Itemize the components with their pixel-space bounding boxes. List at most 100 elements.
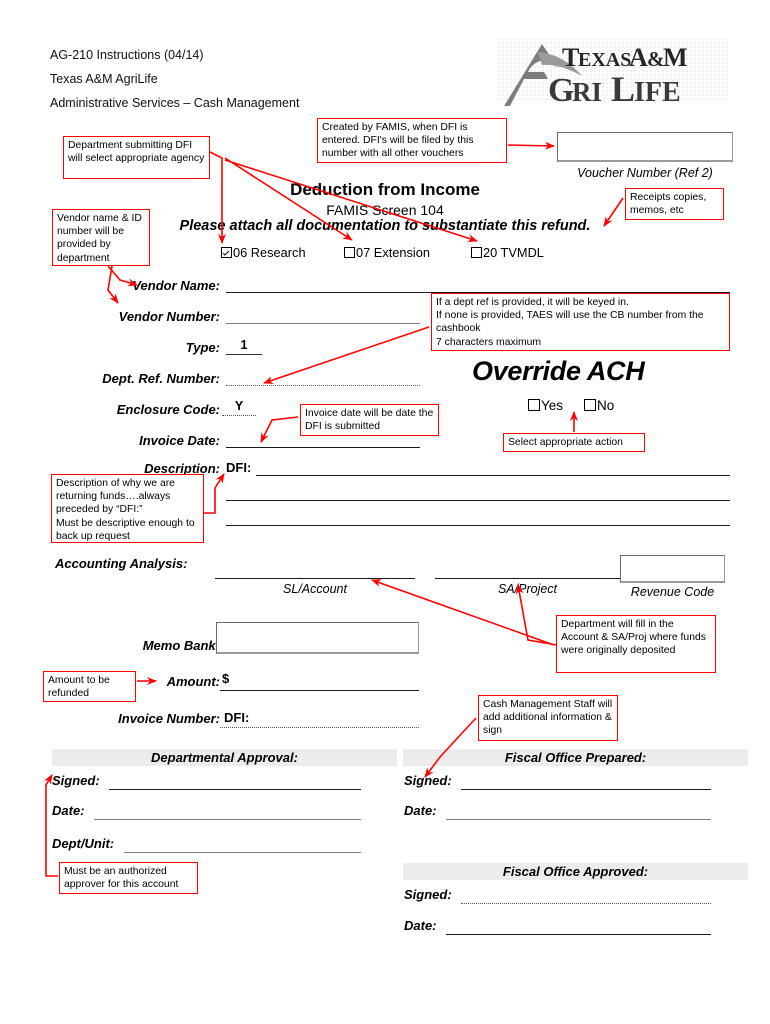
revenue-code-caption: Revenue Code xyxy=(630,585,715,599)
agency-option-07-extension-label: 07 Extension xyxy=(356,245,430,260)
enclosure-code-value[interactable]: Y xyxy=(234,399,244,413)
vendor-number-label: Vendor Number: xyxy=(118,309,220,324)
override-ach-no[interactable]: No xyxy=(584,398,614,413)
header-line-1: AG-210 Instructions (04/14) xyxy=(50,48,204,62)
override-ach-title: Override ACH xyxy=(472,356,645,386)
dept-unit-input[interactable] xyxy=(124,852,361,853)
checkbox-20-tvmdl[interactable] xyxy=(471,247,482,258)
agency-option-20-tvmdl-label: 20 TVMDL xyxy=(483,245,544,260)
checkbox-override-no[interactable] xyxy=(584,399,596,411)
dept-signed-label: Signed: xyxy=(52,773,100,788)
override-ach-yes-label: Yes xyxy=(541,398,564,413)
amount-currency-symbol: $ xyxy=(222,671,230,686)
amount-input[interactable] xyxy=(220,690,419,691)
annotation-voucher-created: Created by FAMIS, when DFI is entered. D… xyxy=(317,118,507,163)
invoice-date-input[interactable] xyxy=(226,447,420,448)
checkbox-06-research[interactable] xyxy=(221,247,232,258)
checkbox-07-extension[interactable] xyxy=(344,247,355,258)
header-line-2: Texas A&M AgriLife xyxy=(50,72,158,86)
dept-unit-label: Dept/Unit: xyxy=(52,836,115,851)
sa-project-caption: SA/Project xyxy=(497,582,558,596)
dept-signed-input[interactable] xyxy=(109,789,361,790)
fiscal-approved-date-input[interactable] xyxy=(446,934,711,935)
annotation-cash-management: Cash Management Staff will add additiona… xyxy=(478,695,618,741)
departmental-approval-bar: Departmental Approval: xyxy=(52,749,397,766)
svg-text:IFE: IFE xyxy=(634,77,681,108)
invoice-number-label: Invoice Number: xyxy=(118,711,220,726)
arrow-to-dept-signed xyxy=(43,774,58,877)
arrow-to-invoice-date xyxy=(260,416,299,443)
description-input-line-1[interactable] xyxy=(256,475,730,476)
dept-ref-number-input[interactable] xyxy=(226,385,420,386)
accounting-analysis-heading: Accounting Analysis: xyxy=(55,556,188,571)
fiscal-prepared-signed-label: Signed: xyxy=(404,773,452,788)
enclosure-code-label: Enclosure Code: xyxy=(116,402,220,417)
annotation-vendor-info: Vendor name & ID number will be provided… xyxy=(52,209,150,266)
famis-screen-label: FAMIS Screen 104 xyxy=(326,202,444,218)
vendor-number-input[interactable] xyxy=(226,323,420,324)
voucher-number-caption: Voucher Number (Ref 2) xyxy=(577,166,713,180)
voucher-number-box[interactable] xyxy=(557,132,733,162)
invoice-date-label: Invoice Date: xyxy=(139,433,220,448)
annotation-account-note: Department will fill in the Account & SA… xyxy=(556,615,716,673)
revenue-code-box[interactable] xyxy=(620,555,725,583)
arrow-to-description-dfi xyxy=(204,473,225,514)
svg-text:EXAS: EXAS xyxy=(578,49,631,71)
agency-option-07-extension[interactable]: 07 Extension xyxy=(344,245,430,260)
dept-date-input[interactable] xyxy=(94,819,361,820)
dept-date-label: Date: xyxy=(52,803,85,818)
enclosure-code-input-rule xyxy=(222,415,256,416)
description-label: Description: xyxy=(144,461,220,476)
svg-text:A: A xyxy=(629,43,648,72)
annotation-description: Description of why we are returning fund… xyxy=(51,474,204,543)
amount-label: Amount: xyxy=(166,674,220,689)
type-label: Type: xyxy=(185,340,220,355)
sa-project-input[interactable] xyxy=(435,578,620,579)
dept-ref-number-label: Dept. Ref. Number: xyxy=(102,371,220,386)
agency-option-20-tvmdl[interactable]: 20 TVMDL xyxy=(471,245,544,260)
description-input-line-2[interactable] xyxy=(226,500,730,501)
annotation-agency-select: Department submitting DFI will select ap… xyxy=(63,136,210,179)
svg-text:&: & xyxy=(647,47,665,71)
override-ach-yes[interactable]: Yes xyxy=(528,398,563,413)
svg-text:G: G xyxy=(548,72,574,109)
fiscal-prepared-signed-input[interactable] xyxy=(461,789,711,790)
annotation-dept-ref-note: If a dept ref is provided, it will be ke… xyxy=(431,293,730,351)
fiscal-prepared-date-label: Date: xyxy=(404,803,437,818)
header-line-3: Administrative Services – Cash Managemen… xyxy=(50,96,300,110)
attach-documentation-note: Please attach all documentation to subst… xyxy=(179,218,591,234)
fiscal-prepared-date-input[interactable] xyxy=(446,819,711,820)
agency-option-06-research[interactable]: 06 Research xyxy=(221,245,306,260)
svg-text:M: M xyxy=(663,43,688,72)
vendor-name-label: Vendor Name: xyxy=(132,278,220,293)
agency-option-06-research-label: 06 Research xyxy=(233,245,306,260)
memo-bank-box[interactable] xyxy=(216,622,419,654)
svg-text:RI: RI xyxy=(572,77,602,107)
annotation-invoice-date: Invoice date will be date the DFI is sub… xyxy=(300,404,439,436)
fiscal-approved-signed-input[interactable] xyxy=(461,903,711,904)
invoice-number-prefix: DFI: xyxy=(224,710,250,725)
fiscal-approved-date-label: Date: xyxy=(404,918,437,933)
arrow-to-dept-ref xyxy=(263,326,430,384)
annotation-amount: Amount to be refunded xyxy=(43,671,136,702)
svg-text:T: T xyxy=(562,43,579,72)
fiscal-office-prepared-bar: Fiscal Office Prepared: xyxy=(403,749,748,766)
type-input-rule xyxy=(226,354,262,355)
fiscal-office-approved-bar: Fiscal Office Approved: xyxy=(403,863,748,880)
description-input-line-3[interactable] xyxy=(226,525,730,526)
checkbox-override-yes[interactable] xyxy=(528,399,540,411)
arrow-to-voucher-box xyxy=(507,141,555,150)
type-value[interactable]: 1 xyxy=(240,338,248,352)
description-prefix: DFI: xyxy=(226,460,252,475)
invoice-number-input[interactable] xyxy=(220,727,419,728)
vendor-name-input[interactable] xyxy=(226,292,730,293)
memo-bank-label: Memo Bank: xyxy=(142,638,220,653)
svg-text:L: L xyxy=(611,69,635,109)
texas-am-agrilife-logo: T EXAS A & M G RI L IFE xyxy=(498,38,730,110)
sl-account-caption: SL/Account xyxy=(283,582,347,596)
fiscal-approved-signed-label: Signed: xyxy=(404,887,452,902)
annotation-select-action: Select appropriate action xyxy=(503,433,645,452)
annotation-authorized-approver: Must be an authorized approver for this … xyxy=(59,862,198,894)
sl-account-input[interactable] xyxy=(215,578,415,579)
